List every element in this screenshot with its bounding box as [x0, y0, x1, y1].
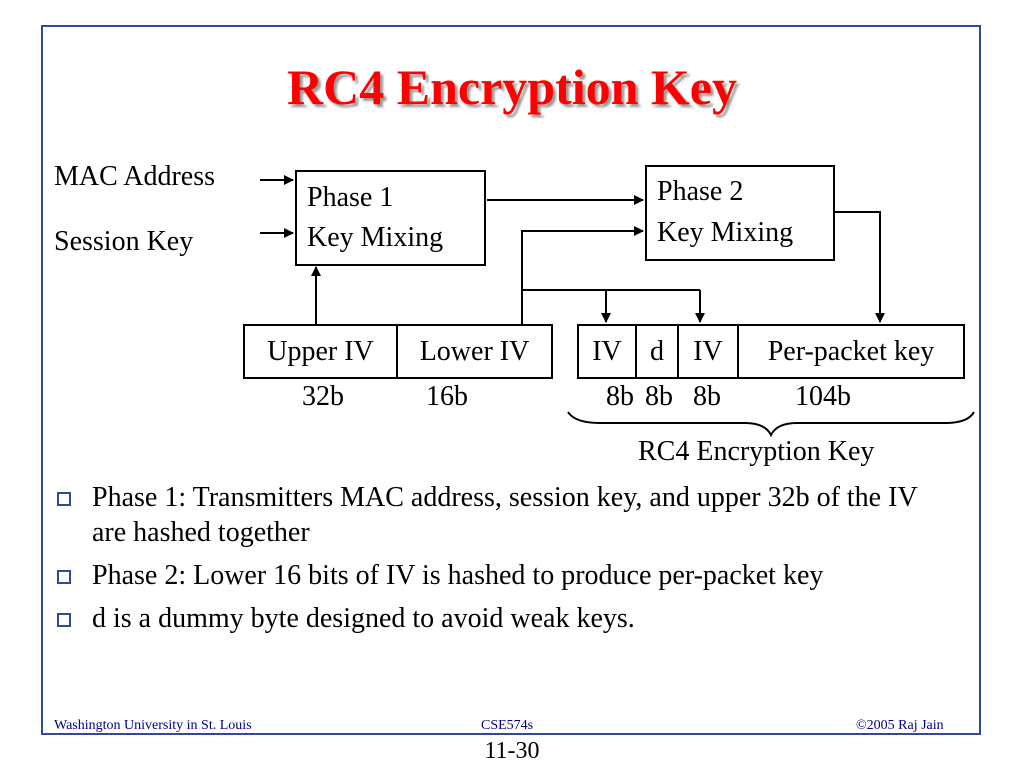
phase1-box — [295, 170, 486, 266]
slide-frame — [41, 25, 981, 735]
upper-iv-size: 32b — [302, 381, 344, 412]
mac-address-label: MAC Address — [54, 161, 216, 192]
footer-center: CSE574s — [481, 718, 534, 733]
footer-right: ©2005 Raj Jain — [856, 718, 944, 733]
arrow-loweriv-to-phase2 — [521, 226, 644, 324]
bullet-text: Phase 1: Transmitters MAC address, sessi… — [92, 482, 918, 548]
per-packet-key-field: Per-packet key — [737, 324, 965, 379]
phase2-box — [645, 165, 835, 261]
brace-rc4-key — [567, 411, 975, 438]
key-iv1-field: IV — [577, 324, 637, 379]
bullet-item: Phase 1: Transmitters MAC address, sessi… — [54, 480, 954, 550]
phase2-subtitle: Key Mixing — [657, 217, 794, 248]
key-iv2-field: IV — [677, 324, 739, 379]
page-number: 11-30 — [484, 738, 540, 764]
footer-left: Washington University in St. Louis — [54, 718, 252, 733]
lower-iv-field: Lower IV — [396, 324, 553, 379]
key-dummy-field: d — [635, 324, 679, 379]
arrow-phase2-to-perpacket — [834, 211, 885, 323]
lower-iv-size: 16b — [426, 381, 468, 412]
phase1-title: Phase 1 — [307, 182, 394, 213]
key-dummy-size: 8b — [645, 381, 673, 412]
bullet-text: d is a dummy byte designed to avoid weak… — [92, 603, 635, 634]
square-bullet-icon — [57, 613, 71, 627]
bullet-item: d is a dummy byte designed to avoid weak… — [54, 601, 954, 636]
bullet-item: Phase 2: Lower 16 bits of IV is hashed t… — [54, 558, 954, 593]
bullet-text: Phase 2: Lower 16 bits of IV is hashed t… — [92, 560, 824, 591]
upper-iv-field: Upper IV — [243, 324, 398, 379]
phase1-subtitle: Key Mixing — [307, 222, 444, 253]
slide-title: RC4 Encryption Key — [287, 59, 737, 115]
key-iv2-size: 8b — [693, 381, 721, 412]
bullet-list: Phase 1: Transmitters MAC address, sessi… — [54, 480, 954, 644]
square-bullet-icon — [57, 570, 71, 584]
square-bullet-icon — [57, 492, 71, 506]
phase2-title: Phase 2 — [657, 176, 744, 207]
key-iv1-size: 8b — [606, 381, 634, 412]
per-packet-key-size: 104b — [795, 381, 851, 412]
rc4-encryption-key-label: RC4 Encryption Key — [638, 436, 875, 467]
session-key-label: Session Key — [54, 226, 194, 257]
